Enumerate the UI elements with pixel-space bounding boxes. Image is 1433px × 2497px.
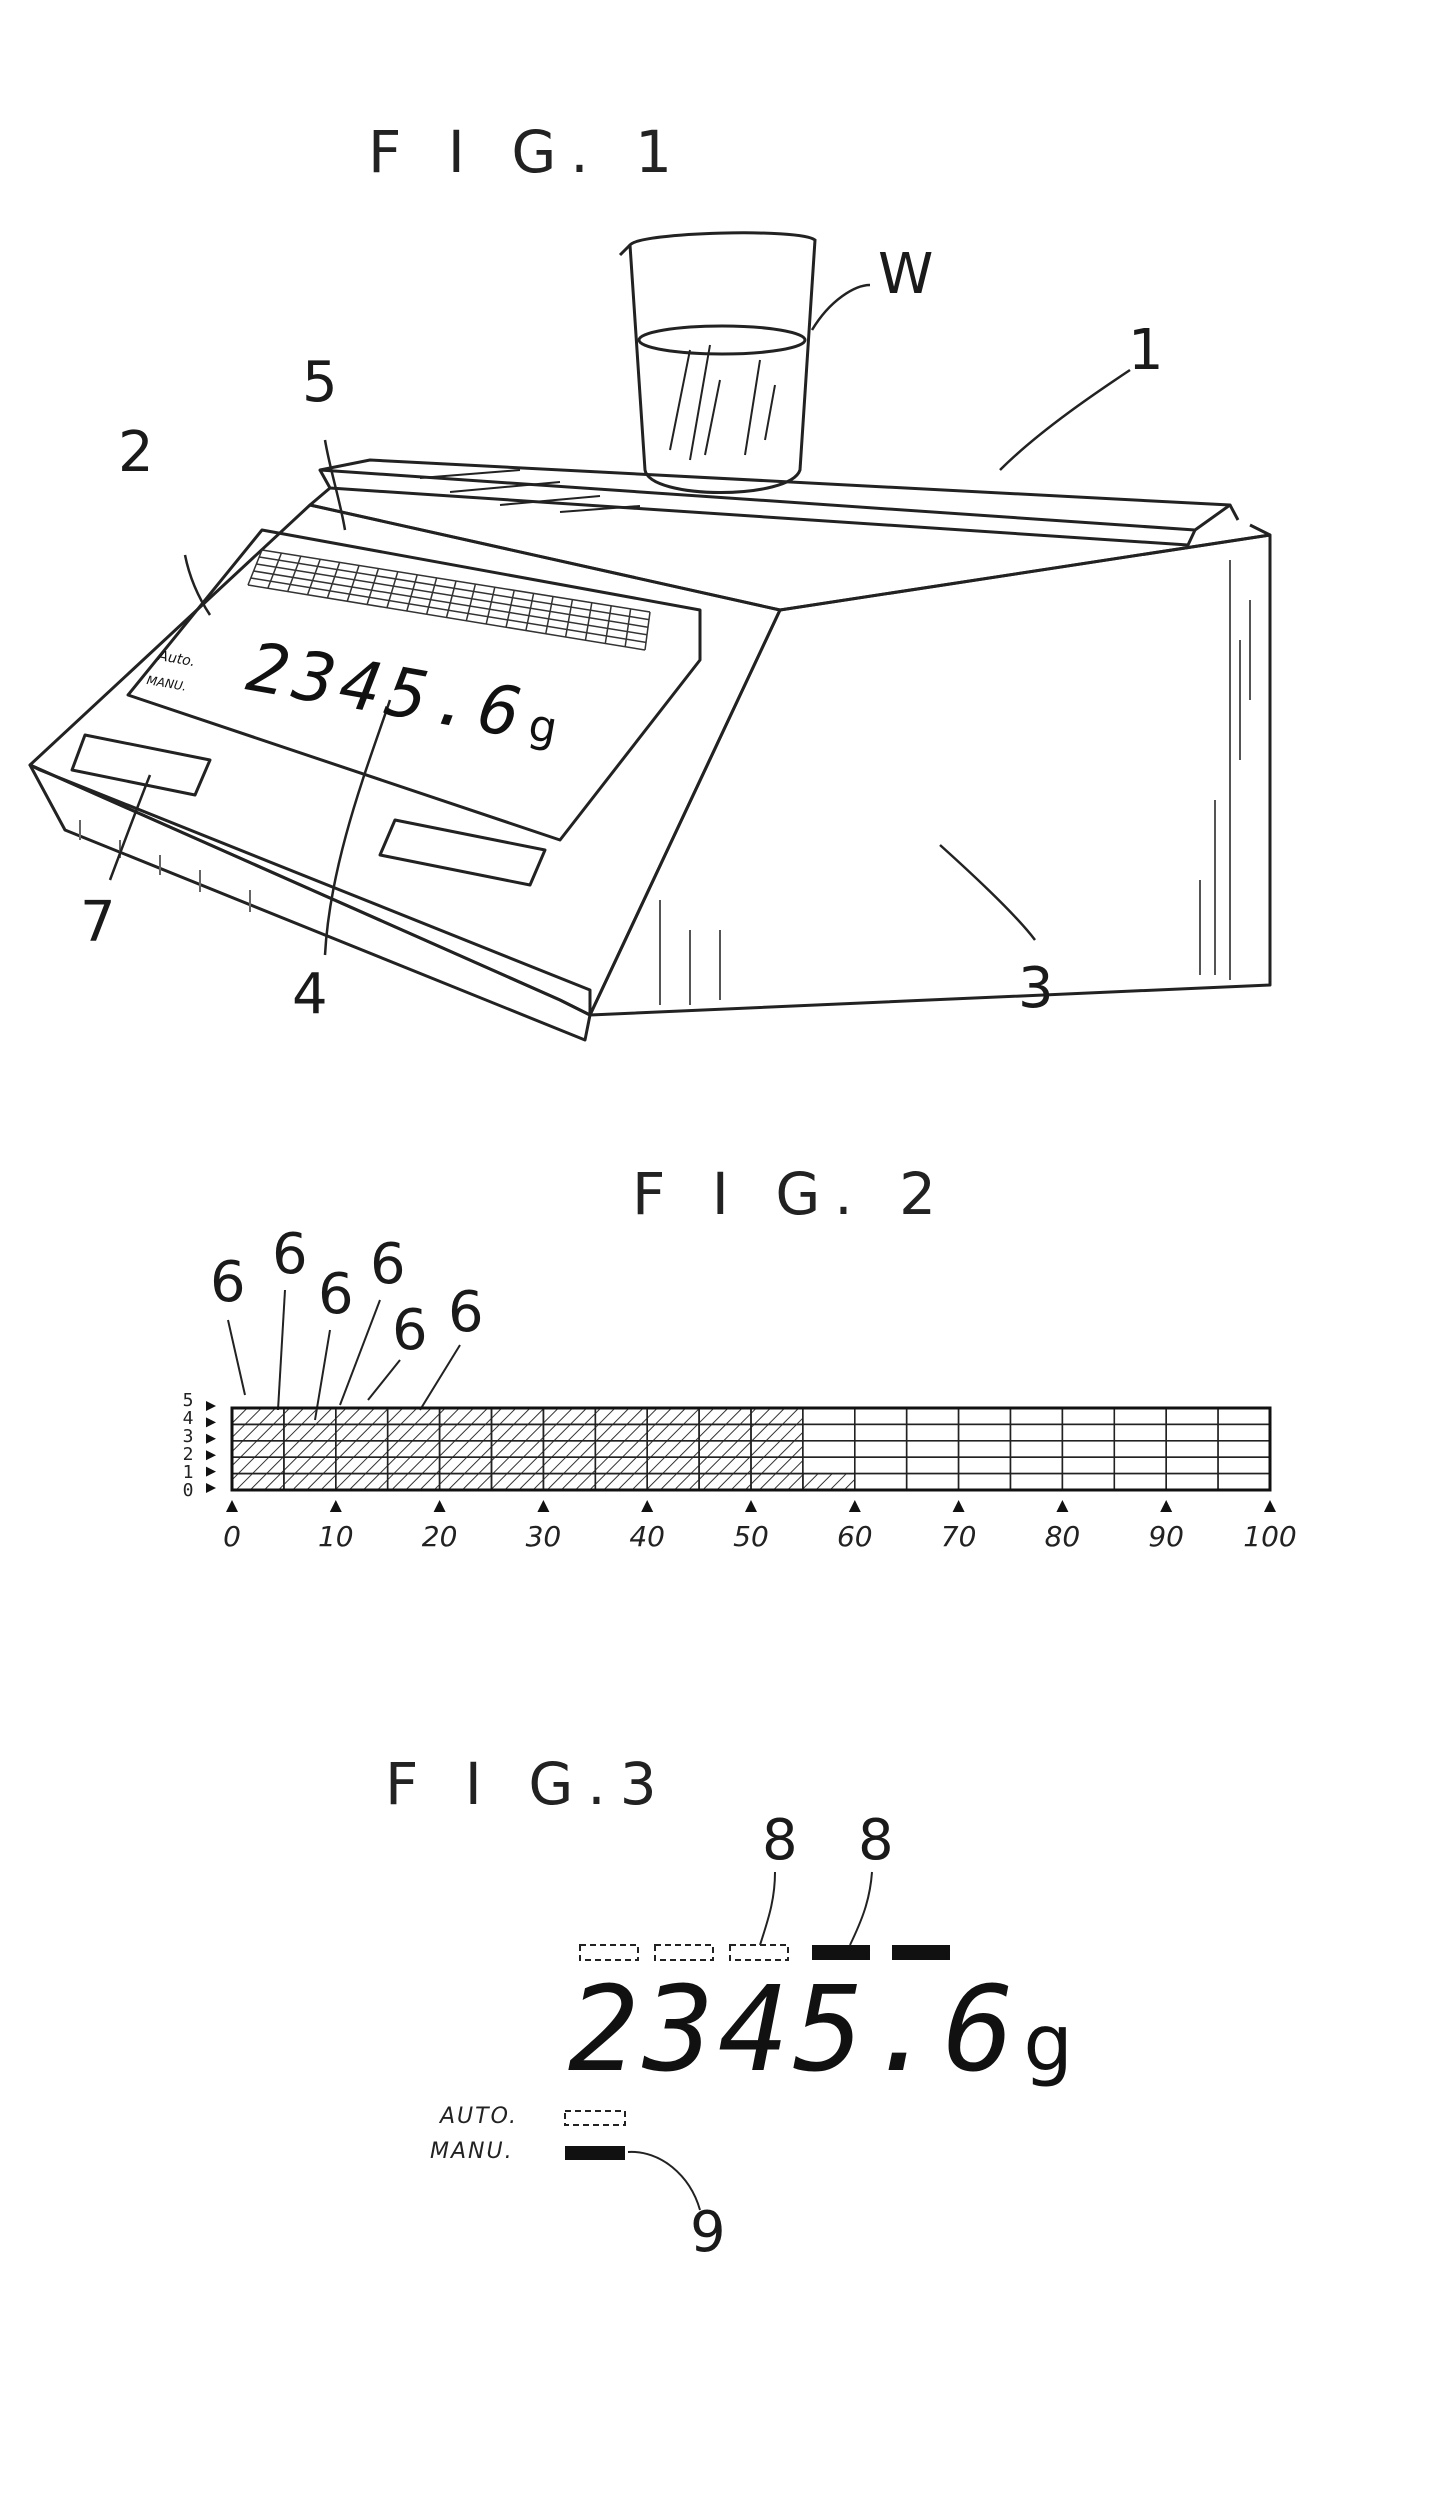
indicator-segment-outline <box>730 1945 788 1960</box>
fig3-auto-label: AUTO. <box>440 2104 518 2129</box>
fig3-digits: 2345.6 <box>568 1960 1018 2098</box>
indicator-segment-filled <box>892 1945 950 1960</box>
label-9: 9 <box>690 2200 726 2265</box>
auto-indicator <box>565 2111 625 2125</box>
indicator-segment-outline <box>655 1945 713 1960</box>
manu-indicator <box>565 2146 625 2160</box>
indicator-segment-filled <box>812 1945 870 1960</box>
fig3-manu-label: MANU. <box>430 2139 514 2164</box>
fig3-readout: 2345.6 g <box>568 1960 1073 2098</box>
indicator-segment-outline <box>580 1945 638 1960</box>
fig3-unit: g <box>1023 1999 1073 2089</box>
